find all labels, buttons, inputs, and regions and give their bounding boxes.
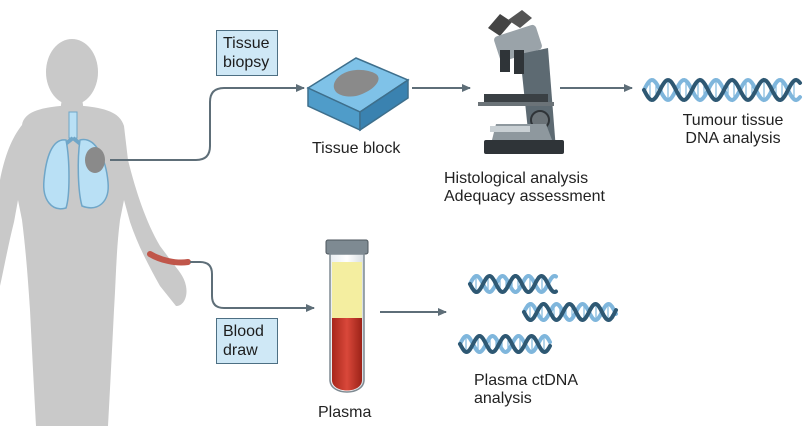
- plasma-label: Plasma: [318, 404, 372, 421]
- dna-strand: [458, 333, 552, 355]
- plasma-ctdna-line-1: Plasma ctDNA: [474, 372, 579, 389]
- tissue-block-icon: [306, 57, 410, 132]
- tissue-biopsy-line-1: Tissue: [223, 35, 270, 52]
- tumour-dna-line-2: DNA analysis: [685, 130, 781, 147]
- blood-draw-label: Blood draw: [216, 318, 278, 364]
- lungs-illustration: [43, 111, 109, 210]
- tumour-dna-line-1: Tumour tissue: [682, 112, 784, 129]
- plasma-dna-helix-3: [458, 333, 552, 355]
- blood-draw-line-2: draw: [223, 342, 258, 359]
- tumour-dna-helix: [642, 77, 802, 103]
- dna-strand: [468, 273, 558, 295]
- plasma-ctdna-line-2: analysis: [474, 390, 532, 407]
- dna-strand: [522, 301, 618, 323]
- tumour-dna-label: Tumour tissue DNA analysis: [668, 112, 798, 148]
- tumour-spot: [85, 147, 105, 173]
- plasma-dna-helix-2: [522, 301, 618, 323]
- plasma-tube-icon: [325, 239, 369, 393]
- dna-strand: [458, 333, 552, 355]
- histology-label: Histological analysis Adequacy assessmen…: [444, 170, 605, 206]
- tissue-biopsy-label: Tissue biopsy: [216, 30, 278, 76]
- histology-line-2: Adequacy assessment: [444, 188, 605, 205]
- dna-strand: [522, 301, 618, 323]
- blood-draw-line-1: Blood: [223, 323, 264, 340]
- dna-strand: [468, 273, 558, 295]
- blood-draw-site: [147, 251, 191, 266]
- human-figure: [0, 39, 187, 426]
- dna-strand: [642, 77, 802, 103]
- flow-arrows: [110, 84, 633, 316]
- plasma-ctdna-label: Plasma ctDNA analysis: [474, 372, 578, 408]
- plasma-dna-helix-1: [468, 273, 558, 295]
- histology-line-1: Histological analysis: [444, 170, 589, 187]
- tissue-biopsy-line-2: biopsy: [223, 54, 270, 71]
- dna-strand: [642, 77, 802, 103]
- tissue-block-label: Tissue block: [312, 140, 401, 157]
- microscope-icon: [478, 10, 564, 154]
